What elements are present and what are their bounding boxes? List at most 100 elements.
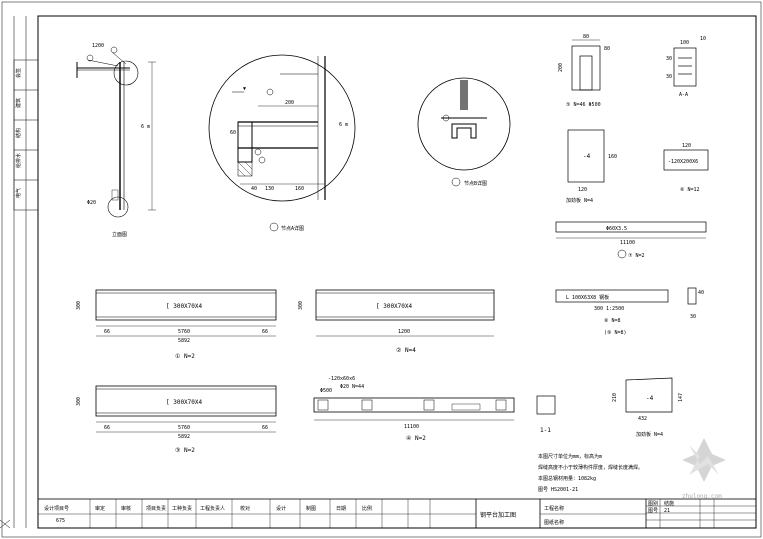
tb-project: 工程名称 (544, 505, 564, 512)
tb-cell11: 比例 (362, 505, 372, 512)
part2-caption: ② N=4 (396, 347, 416, 354)
part2-label: [ 300X70X4 (376, 303, 413, 310)
plate-b-label: -4 (646, 395, 654, 402)
part1-dim-total: 5892 (178, 338, 190, 344)
strip-label-5: 电气 (15, 188, 22, 198)
part3-dim-right: 66 (262, 425, 268, 431)
part3-dim-left: 66 (104, 425, 110, 431)
svg-text:6 m: 6 m (339, 122, 348, 128)
aa-dim-side: 10 (700, 36, 706, 42)
plate-a-dim-w: 120 (578, 187, 587, 193)
part3: [ 300X70X4 300 66 5760 66 5892 ③ N=2 (76, 385, 277, 454)
svg-text:6 m: 6 m (141, 124, 150, 130)
part4-note1: -120x60x6 (328, 376, 355, 382)
part6-caption: ⑥ N=12 (680, 187, 700, 193)
svg-text:40: 40 (251, 186, 257, 192)
elevation-view: 1200 6 m Φ20 立面图 (76, 43, 156, 238)
part7: Φ60X3.5 11100 ⑦ N=2 (555, 221, 707, 259)
part7-dim: 11100 (620, 240, 635, 246)
plate-a: -4 120 160 加劲板 N=4 (566, 129, 617, 204)
detail-a-marker (113, 60, 139, 86)
note-1: 本图尺寸单位为mm，标高为m (538, 453, 602, 460)
note-3: 本图总钢材用量：1082kg (538, 475, 596, 482)
tb-cell1: 设计项目号 (44, 505, 69, 512)
part6-label: -120X200X6 (668, 159, 698, 165)
part5-dim2: 80 (604, 46, 610, 52)
note-2: 焊缝高度不小于较薄构件厚度，焊缝长度满焊。 (538, 464, 643, 471)
part8-caption2: (⑨ N=8) (604, 330, 627, 336)
section-label: 1-1 (540, 427, 551, 434)
detail-b: 节点B详图 (417, 77, 511, 187)
sheet-border (37, 15, 757, 529)
part4-note3: Φ500 (320, 388, 332, 394)
part3-dim-mid: 5760 (178, 425, 190, 431)
part1-label: [ 300X70X4 (166, 303, 203, 310)
part8-side2: 30 (690, 314, 696, 320)
part3-dim-total: 5892 (178, 434, 190, 440)
part6-dim-w: 120 (682, 143, 691, 149)
part1-dim-left: 66 (104, 329, 110, 335)
tb-cell7: 校对 (240, 505, 250, 512)
part7-caption: ⑦ N=2 (628, 253, 645, 259)
tb-cell8: 设计 (276, 505, 286, 512)
svg-text:60: 60 (230, 130, 236, 136)
part5-dim1: 80 (583, 34, 589, 40)
part4-note2: Φ20 N=44 (340, 384, 364, 390)
plate-b-caption: 加劲板 N=4 (636, 431, 663, 438)
part3-caption: ③ N=2 (175, 447, 195, 454)
part8: L 100X63X8 钢板 300 1:2500 40 30 ⑧ N=8 (⑨ … (555, 287, 704, 336)
part6: 120 -120X200X6 ⑥ N=12 (663, 143, 709, 193)
part2: [ 300X70X4 300 1200 ② N=4 (298, 289, 495, 354)
part1-dim-mid: 5760 (178, 329, 190, 335)
tb-right3: 图号 (648, 508, 658, 514)
svg-text:Φ20: Φ20 (87, 200, 96, 206)
tb-cell10: 日期 (336, 506, 346, 512)
part3-height: 300 (76, 397, 82, 406)
watermark-text: zhulong.com (682, 493, 722, 500)
part1: [ 300X70X4 300 66 5760 66 5892 ① N=2 (76, 289, 277, 360)
plate-b-dim-h: 210 (612, 393, 618, 402)
aa-dim-top: 100 (680, 40, 689, 46)
strip-label-1: 会签 (15, 68, 22, 78)
tb-cell1b: 675 (56, 518, 65, 524)
part8-side1: 40 (698, 290, 704, 296)
svg-text:160: 160 (295, 186, 304, 192)
note-4: 图号 HS2001-21 (538, 487, 578, 493)
part5-caption: ⑤ N=46 Φ500 (566, 102, 601, 108)
detail-a-caption: 节点A详图 (281, 225, 304, 232)
aa-dim-l2: 30 (666, 74, 672, 80)
tb-drawing-name: 钢平台加工图 (480, 511, 516, 519)
strip-label-4: 给排水 (15, 153, 22, 168)
part1-dim-right: 66 (262, 329, 268, 335)
leader-dim: 1200 (92, 43, 104, 49)
part4: -120x60x6 Φ20 N=44 Φ500 11100 ④ N=2 1-1 (313, 376, 556, 442)
part8-dim: 300 1:2500 (594, 306, 624, 312)
part4-caption: ④ N=2 (406, 435, 426, 442)
aa-caption: A-A (679, 92, 688, 98)
part2-dim: 1200 (398, 329, 410, 335)
plate-b-dim-h2: 147 (678, 393, 684, 402)
part4-dim: 11100 (404, 424, 419, 430)
tb-right1: 图别 (648, 500, 658, 507)
detail-a: ▼ 200 40 130 160 6 m 60 节点A详图 (208, 54, 356, 232)
plate-a-label: -4 (583, 153, 591, 160)
part5-dim3: 200 (558, 63, 564, 72)
part2-height: 300 (298, 301, 304, 310)
tb-cell2: 审定 (95, 505, 105, 512)
tb-drawing: 图纸名称 (544, 519, 564, 526)
strip-label-2: 建筑 (15, 98, 22, 108)
part5: 80 80 200 ⑤ N=46 Φ500 (558, 34, 610, 108)
section-aa: 100 10 30 30 A-A (666, 36, 706, 98)
plate-b: -4 210 147 432 加劲板 N=4 (612, 377, 684, 438)
title-block: 设计项目号 675 审定 审核 项目负责 工种负责 工程负责人 校对 设计 制图… (37, 498, 757, 529)
part1-height: 300 (76, 301, 82, 310)
tb-cell4: 项目负责 (146, 505, 166, 512)
plate-a-caption: 加劲板 N=4 (566, 197, 593, 204)
tb-cell3: 审核 (121, 505, 131, 512)
tb-cell6: 工程负责人 (200, 505, 225, 512)
elevation-caption: 立面图 (112, 231, 127, 238)
part3-label: [ 300X70X4 (166, 399, 203, 406)
plate-b-dim-w: 432 (638, 416, 647, 422)
